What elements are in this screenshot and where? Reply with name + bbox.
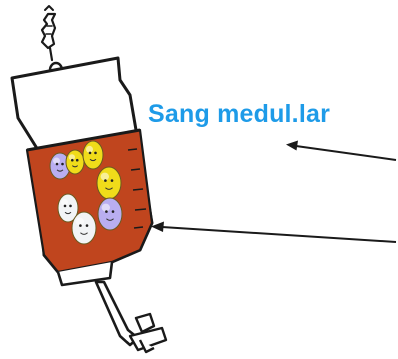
bag-neck xyxy=(56,261,114,287)
pointer-arrow-liquid xyxy=(286,140,397,161)
yellow-cell xyxy=(82,140,104,170)
graduation-marks xyxy=(127,148,147,229)
hanger-hook xyxy=(40,5,64,79)
valve xyxy=(128,312,168,354)
pointer-arrow-bag xyxy=(151,221,397,243)
yellow-cell xyxy=(65,149,85,175)
blood-cells xyxy=(49,140,123,245)
label-sang-medullar: Sang medul.lar xyxy=(148,100,331,128)
white-cell xyxy=(57,193,79,223)
white-cell xyxy=(71,211,97,245)
lavender-cell xyxy=(97,197,123,231)
yellow-cell xyxy=(96,166,122,200)
blood-surface-line xyxy=(26,128,141,152)
